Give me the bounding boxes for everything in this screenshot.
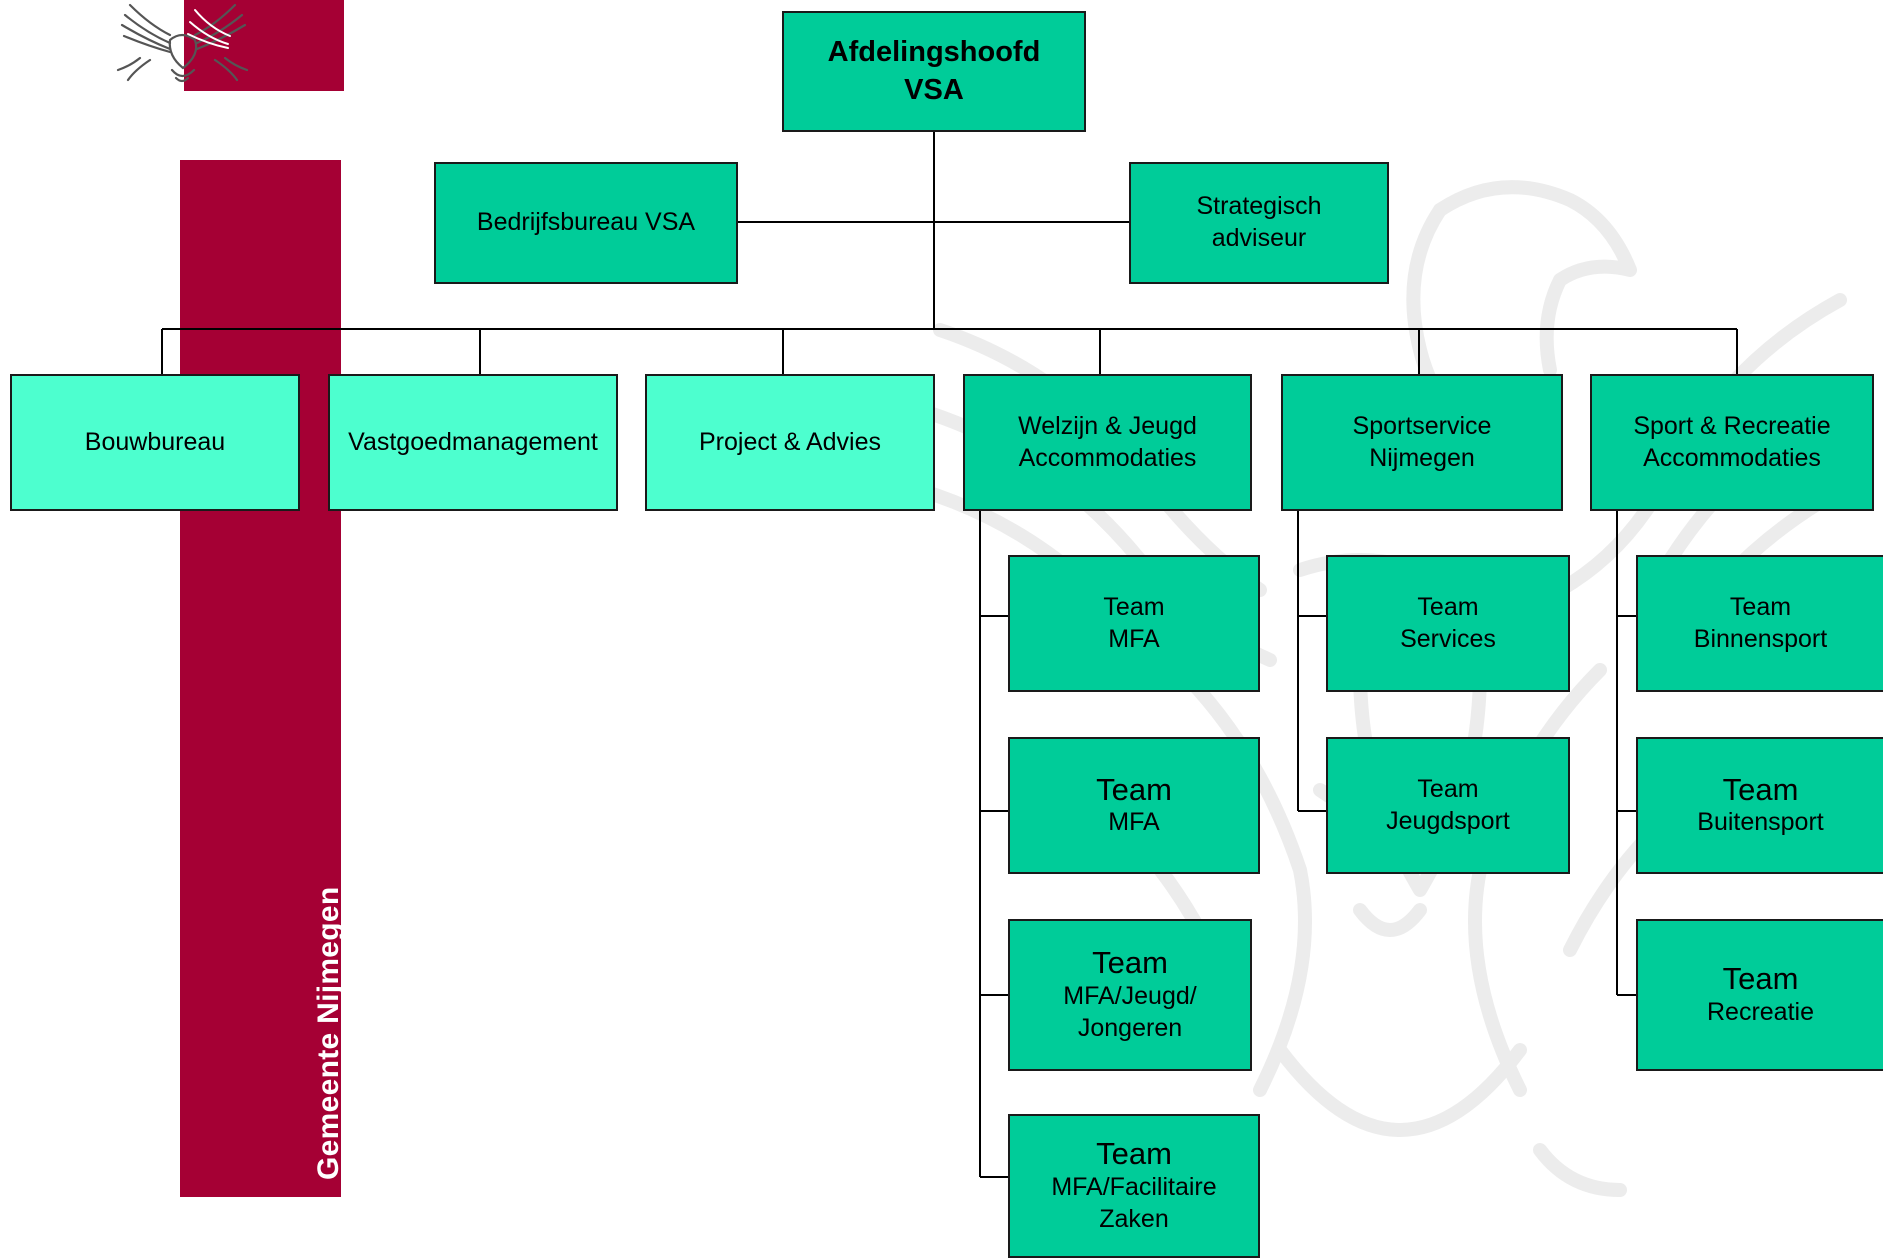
team-title: Team (1722, 771, 1799, 807)
bedrijfsbureau-label: Bedrijfsbureau VSA (476, 208, 696, 237)
head-box: Afdelingshoofd VSA (782, 11, 1086, 132)
team-title: Team (1092, 945, 1168, 981)
team-box: Team MFA (1008, 555, 1260, 692)
team-box: Team Binnensport (1636, 555, 1883, 692)
team-title: Team (1722, 961, 1799, 997)
team-subtitle: Buitensport (1697, 808, 1824, 837)
team-box: Team Jeugdsport (1326, 737, 1570, 874)
team-box: Team Services (1326, 555, 1570, 692)
team-title: Team (1729, 592, 1792, 621)
head-title: Afdelingshoofd (827, 35, 1041, 68)
welzijn-jeugd-box: Welzijn & Jeugd Accommodaties (963, 374, 1252, 511)
sport-recreatie-line2: Accommodaties (1643, 443, 1821, 472)
team-title: Team (1417, 774, 1479, 803)
strategisch-adviseur-box: Strategisch adviseur (1129, 162, 1389, 284)
team-subtitle: Jeugdsport (1386, 806, 1510, 835)
project-advies-label: Project & Advies (698, 427, 882, 456)
team-subtitle: MFA (1108, 624, 1160, 653)
team-title: Team (1103, 592, 1165, 621)
team-title: Team (1417, 592, 1479, 621)
welzijn-line1: Welzijn & Jeugd (1018, 411, 1197, 440)
team-box: Team MFA (1008, 737, 1260, 874)
team-subtitle: MFA/Jeugd/ (1063, 982, 1197, 1011)
team-subtitle: Recreatie (1707, 997, 1814, 1026)
sportservice-line1: Sportservice (1352, 411, 1492, 440)
eagle-logo-icon (116, 3, 249, 83)
bouwbureau-label: Bouwbureau (84, 427, 226, 456)
strategisch-line2: adviseur (1211, 224, 1307, 252)
sportservice-box: Sportservice Nijmegen (1281, 374, 1563, 511)
team-subtitle: MFA (1108, 808, 1160, 837)
team-subtitle-2: Jongeren (1077, 1013, 1183, 1042)
sport-recreatie-box: Sport & Recreatie Accommodaties (1590, 374, 1874, 511)
bedrijfsbureau-box: Bedrijfsbureau VSA (434, 162, 738, 284)
team-box: Team Buitensport (1636, 737, 1883, 874)
team-box: Team Recreatie (1636, 919, 1883, 1071)
team-title: Team (1096, 1136, 1172, 1172)
team-subtitle: MFA/Facilitaire (1051, 1173, 1217, 1202)
vastgoedmanagement-label: Vastgoedmanagement (348, 427, 598, 456)
strategisch-line1: Strategisch (1196, 192, 1322, 221)
head-subtitle: VSA (904, 73, 964, 106)
bouwbureau-box: Bouwbureau (10, 374, 300, 511)
sport-recreatie-line1: Sport & Recreatie (1633, 411, 1831, 440)
vastgoedmanagement-box: Vastgoedmanagement (328, 374, 618, 511)
team-box: Team MFA/Facilitaire Zaken (1008, 1114, 1260, 1258)
team-subtitle: Services (1400, 624, 1496, 653)
team-box: Team MFA/Jeugd/ Jongeren (1008, 919, 1252, 1071)
project-advies-box: Project & Advies (645, 374, 935, 511)
team-subtitle: Binnensport (1693, 624, 1828, 653)
welzijn-line2: Accommodaties (1018, 443, 1197, 472)
sportservice-line2: Nijmegen (1369, 443, 1475, 472)
team-subtitle-2: Zaken (1099, 1204, 1169, 1233)
side-brand-bar (180, 160, 341, 1197)
team-title: Team (1096, 771, 1172, 807)
brand-logo-block (184, 0, 344, 91)
